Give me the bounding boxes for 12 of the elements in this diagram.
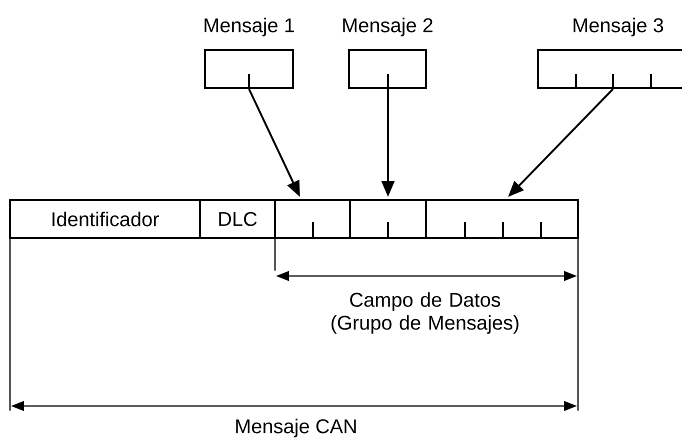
message-box: Mensaje 3: [537, 18, 682, 89]
data-field-box: [274, 199, 351, 239]
node-label: Mensaje 1: [204, 18, 294, 36]
dimension-label: Campo de Datos (Grupo de Mensajes): [332, 292, 518, 334]
message-box: Mensaje 1: [204, 18, 294, 89]
field-box: DLC: [199, 199, 276, 239]
node-label: Mensaje 2: [343, 18, 432, 36]
dimension-label: Mensaje CAN: [236, 418, 356, 438]
data-field-box: [349, 199, 427, 239]
field-box: Identificador: [9, 199, 201, 239]
message-box: Mensaje 2: [343, 18, 432, 89]
data-field-box: [425, 199, 579, 239]
